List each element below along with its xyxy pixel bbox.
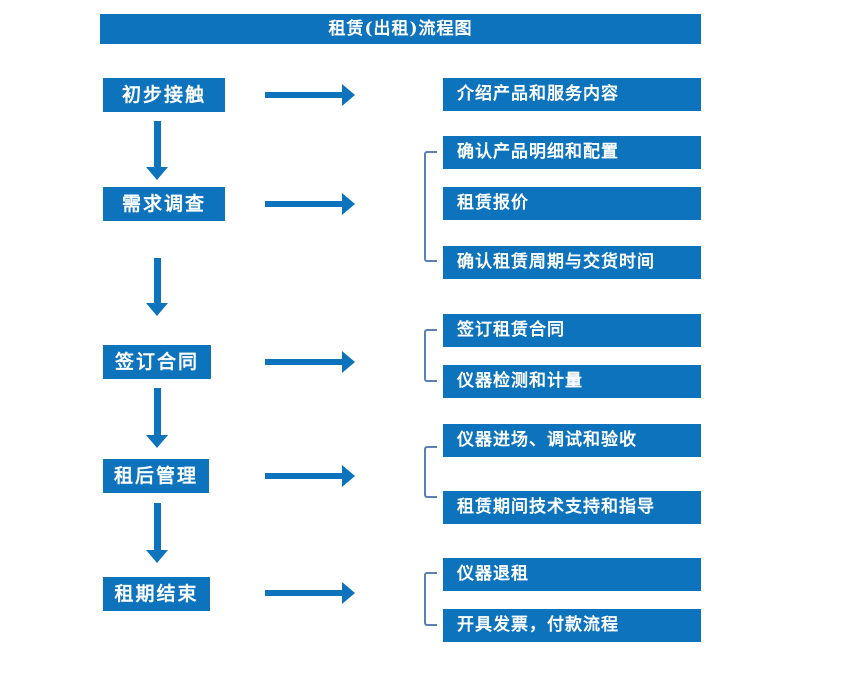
bracket-rental-end-group bbox=[424, 572, 437, 626]
bracket-post-rental-group bbox=[424, 446, 437, 498]
right-arrow-head-icon bbox=[342, 351, 355, 373]
down-arrow-shaft bbox=[153, 121, 161, 167]
bracket-demand-survey-group bbox=[424, 151, 437, 262]
down-arrow-head-icon bbox=[146, 303, 168, 316]
right-arrow-5 bbox=[265, 582, 355, 604]
right-arrow-head-icon bbox=[342, 84, 355, 106]
flowchart-title: 租赁(出租)流程图 bbox=[100, 14, 701, 44]
step-box-initial-contact: 初步接触 bbox=[103, 78, 225, 112]
bracket-sign-contract-group bbox=[424, 329, 437, 382]
step-box-sign-contract: 签订合同 bbox=[103, 345, 211, 379]
down-arrow-shaft bbox=[153, 503, 161, 550]
down-arrow-shaft bbox=[153, 258, 161, 303]
output-box-intro-products-services: 介绍产品和服务内容 bbox=[443, 78, 701, 111]
output-box-instrument-entry-debug: 仪器进场、调试和验收 bbox=[443, 424, 701, 457]
right-arrow-head-icon bbox=[342, 582, 355, 604]
output-box-tech-support-guidance: 租赁期间技术支持和指导 bbox=[443, 491, 701, 524]
output-box-confirm-product-details: 确认产品明细和配置 bbox=[443, 136, 701, 169]
down-arrow-head-icon bbox=[146, 167, 168, 180]
right-arrow-shaft bbox=[265, 359, 343, 365]
output-box-instrument-return: 仪器退租 bbox=[443, 558, 701, 591]
down-arrow-head-icon bbox=[146, 550, 168, 563]
down-arrow-head-icon bbox=[146, 435, 168, 448]
right-arrow-shaft bbox=[265, 92, 343, 98]
right-arrow-head-icon bbox=[342, 193, 355, 215]
right-arrow-1 bbox=[265, 84, 355, 106]
output-box-sign-rental-contract: 签订租赁合同 bbox=[443, 314, 701, 347]
right-arrow-shaft bbox=[265, 590, 343, 596]
step-box-post-rental: 租后管理 bbox=[103, 459, 209, 493]
output-box-rental-quote: 租赁报价 bbox=[443, 187, 701, 220]
down-arrow-3 bbox=[146, 388, 168, 448]
step-box-rental-end: 租期结束 bbox=[103, 577, 210, 611]
right-arrow-head-icon bbox=[342, 465, 355, 487]
down-arrow-4 bbox=[146, 503, 168, 563]
right-arrow-shaft bbox=[265, 473, 343, 479]
right-arrow-3 bbox=[265, 351, 355, 373]
output-box-invoice-payment: 开具发票，付款流程 bbox=[443, 609, 701, 642]
step-box-demand-survey: 需求调查 bbox=[103, 187, 225, 221]
down-arrow-2 bbox=[146, 258, 168, 316]
output-box-instrument-test-metering: 仪器检测和计量 bbox=[443, 365, 701, 398]
output-box-confirm-period-delivery: 确认租赁周期与交货时间 bbox=[443, 246, 701, 279]
right-arrow-4 bbox=[265, 465, 355, 487]
right-arrow-2 bbox=[265, 193, 355, 215]
down-arrow-shaft bbox=[153, 388, 161, 435]
down-arrow-1 bbox=[146, 121, 168, 180]
right-arrow-shaft bbox=[265, 201, 343, 207]
